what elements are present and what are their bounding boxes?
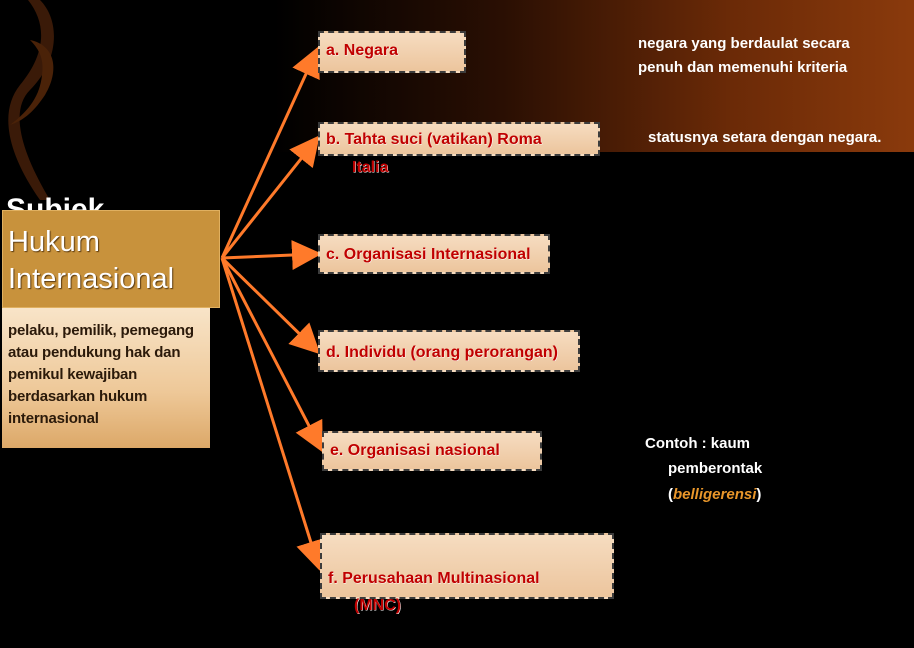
- arrow-to-negara: [222, 52, 316, 258]
- item-perusahaan-label-cont: (MNC): [354, 594, 401, 618]
- item-organisasi-internasional-label: c. Organisasi Internasional: [326, 243, 531, 267]
- item-organisasi-nasional-label: e. Organisasi nasional: [330, 439, 500, 463]
- note-contoh-line-1: Contoh : kaum: [645, 432, 750, 456]
- note-negara-line-2: penuh dan memenuhi kriteria: [638, 56, 847, 80]
- note-vatikan: statusnya setara dengan negara.: [648, 126, 881, 150]
- note-contoh-italic: belligerensi: [673, 486, 756, 503]
- item-tahta-suci-label-cont: Italia: [352, 156, 388, 180]
- item-tahta-suci-label: b. Tahta suci (vatikan) Roma: [326, 128, 542, 152]
- item-individu-label: d. Individu (orang perorangan): [326, 341, 558, 365]
- note-contoh-close-paren: ): [756, 486, 761, 503]
- arrow-to-organisasi-internasional: [222, 254, 316, 258]
- item-negara-label: a. Negara: [326, 39, 398, 63]
- note-contoh-line-3: (belligerensi): [668, 483, 761, 507]
- item-perusahaan-label: f. Perusahaan Multinasional: [328, 567, 540, 591]
- note-negara-line-1: negara yang berdaulat secara: [638, 32, 850, 56]
- note-contoh-line-2: pemberontak: [668, 457, 762, 481]
